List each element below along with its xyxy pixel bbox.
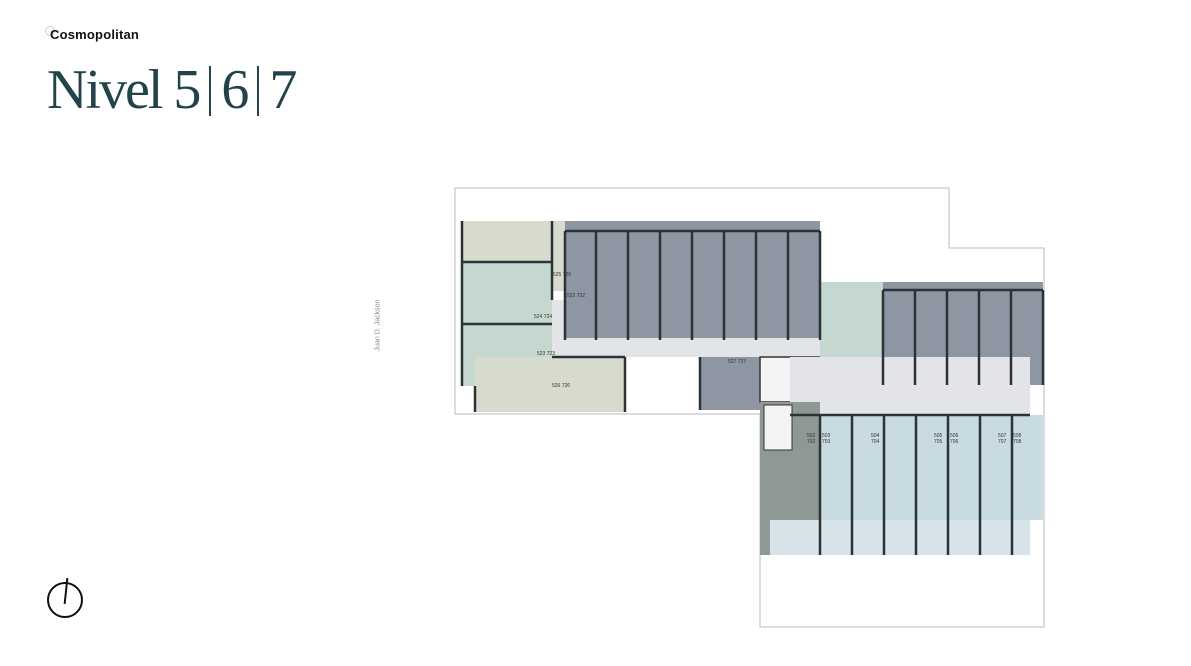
unit-label: 527 727 bbox=[728, 359, 746, 365]
brand-logo: Cosmopolitan bbox=[50, 27, 140, 42]
logo-mark bbox=[45, 26, 55, 36]
divider bbox=[257, 66, 260, 116]
unit-label: 502 bbox=[807, 433, 816, 439]
unit-label: 708 bbox=[1013, 439, 1022, 445]
unit-label: 522 722 bbox=[567, 293, 585, 299]
unit-label: 506 bbox=[950, 433, 959, 439]
walls bbox=[460, 221, 1045, 555]
blue-units-bottom bbox=[820, 415, 1043, 520]
unit-label: 703 bbox=[822, 439, 831, 445]
unit-label: 508 bbox=[1013, 433, 1022, 439]
level-7: 7 bbox=[269, 59, 297, 121]
stair bbox=[763, 404, 793, 451]
beige-units-left-bottom bbox=[475, 357, 625, 412]
divider bbox=[209, 66, 212, 116]
level-5: 5 bbox=[173, 59, 201, 121]
unit-label: 526 726 bbox=[552, 383, 570, 389]
unit-label: 705 bbox=[934, 439, 943, 445]
unit-527 bbox=[700, 357, 760, 410]
courtyard bbox=[625, 357, 700, 412]
unit-label: 524 724 bbox=[534, 314, 552, 320]
unit-label: 704 bbox=[871, 439, 880, 445]
unit-label: 503 bbox=[822, 433, 831, 439]
unit-label: 523 723 bbox=[537, 351, 555, 357]
level-6: 6 bbox=[221, 59, 249, 121]
unit-label: 504 bbox=[871, 433, 880, 439]
balconies bbox=[770, 520, 1030, 555]
unit-label: 706 bbox=[950, 439, 959, 445]
corridor bbox=[552, 300, 820, 357]
title-word: Nivel bbox=[47, 59, 163, 121]
unit-label: 707 bbox=[998, 439, 1007, 445]
corridor-right bbox=[790, 357, 1030, 415]
unit-label: 525 725 bbox=[553, 272, 571, 278]
unit-label: 505 bbox=[934, 433, 943, 439]
north-compass-icon bbox=[47, 582, 83, 618]
unit-label: 507 bbox=[998, 433, 1007, 439]
unit-label: 702 bbox=[807, 439, 816, 445]
site-outline bbox=[454, 187, 1045, 628]
